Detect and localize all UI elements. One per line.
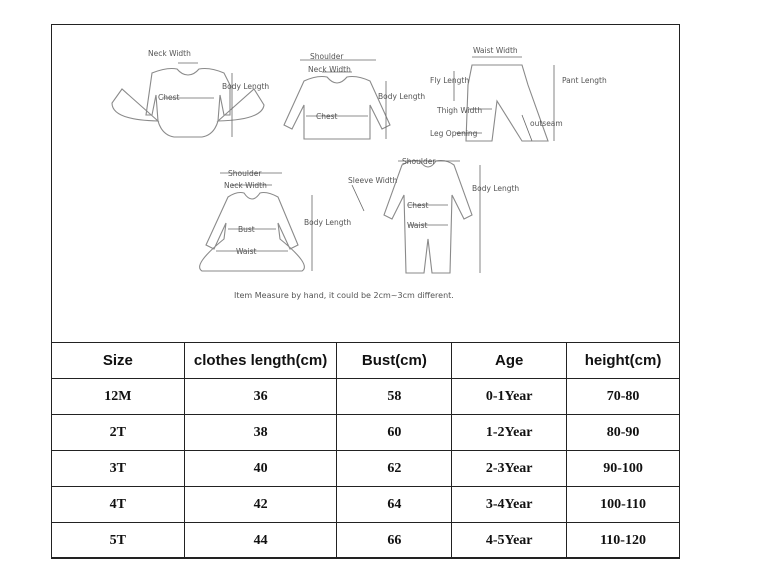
pants-outseam-label: outseam	[530, 119, 563, 128]
dress-waist-label: Waist	[236, 247, 257, 256]
bodysuit-illustration: Neck Width Chest Body Length	[111, 49, 269, 138]
pants-leg-opening-label: Leg Opening	[430, 129, 478, 138]
dress-shoulder-label: Shoulder	[228, 169, 262, 178]
size-chart-frame: Neck Width Chest Body Length Shoulder Ne…	[51, 24, 680, 559]
cell-age: 2-3Year	[451, 450, 568, 487]
romper-chest-label: Chest	[407, 201, 429, 210]
cell-clothes-length: 38	[183, 414, 338, 451]
romper-shoulder-label: Shoulder	[402, 157, 436, 166]
cell-size: 4T	[51, 486, 185, 523]
cell-clothes-length: 36	[183, 378, 338, 415]
romper-sleeve-width-label: Sleeve Width	[348, 176, 398, 185]
header-age: Age	[451, 342, 568, 379]
cell-height: 70-80	[566, 378, 680, 415]
cell-size: 12M	[51, 378, 185, 415]
cell-height: 100-110	[566, 486, 680, 523]
shirt-illustration: Shoulder Neck Width Chest Body Length	[283, 52, 425, 140]
cell-bust: 60	[336, 414, 453, 451]
bodysuit-chest-label: Chest	[158, 93, 180, 102]
cell-size: 3T	[51, 450, 185, 487]
pants-illustration: Waist Width Fly Length Pant Length Thigh…	[430, 46, 607, 142]
dress-illustration: Shoulder Neck Width Bust Waist Body Leng…	[199, 169, 351, 272]
dress-body-length-label: Body Length	[304, 218, 351, 227]
dress-bust-label: Bust	[238, 225, 255, 234]
header-size: Size	[51, 342, 185, 379]
bodysuit-body-length-label: Body Length	[222, 82, 269, 91]
size-table: Size clothes length(cm) Bust(cm) Age hei…	[51, 342, 680, 559]
cell-height: 90-100	[566, 450, 680, 487]
table-row: 5T 44 66 4-5Year 110-120	[51, 522, 680, 559]
dress-neck-width-label: Neck Width	[224, 181, 267, 190]
measure-note: Item Measure by hand, it could be 2cm~3c…	[234, 291, 454, 300]
cell-age: 3-4Year	[451, 486, 568, 523]
table-row: 3T 40 62 2-3Year 90-100	[51, 450, 680, 487]
shirt-chest-label: Chest	[316, 112, 338, 121]
cell-height: 80-90	[566, 414, 680, 451]
cell-size: 2T	[51, 414, 185, 451]
cell-bust: 64	[336, 486, 453, 523]
pants-waist-width-label: Waist Width	[473, 46, 518, 55]
table-row: 4T 42 64 3-4Year 100-110	[51, 486, 680, 523]
cell-age: 4-5Year	[451, 522, 568, 559]
cell-age: 1-2Year	[451, 414, 568, 451]
cell-clothes-length: 42	[183, 486, 338, 523]
cell-height: 110-120	[566, 522, 680, 559]
table-header-row: Size clothes length(cm) Bust(cm) Age hei…	[51, 342, 680, 379]
header-bust: Bust(cm)	[336, 342, 453, 379]
pants-fly-length-label: Fly Length	[430, 76, 469, 85]
table-row: 2T 38 60 1-2Year 80-90	[51, 414, 680, 451]
header-clothes-length: clothes length(cm)	[183, 342, 338, 379]
cell-age: 0-1Year	[451, 378, 568, 415]
shirt-body-length-label: Body Length	[378, 92, 425, 101]
shirt-neck-width-label: Neck Width	[308, 65, 351, 74]
cell-bust: 66	[336, 522, 453, 559]
cell-clothes-length: 40	[183, 450, 338, 487]
cell-bust: 58	[336, 378, 453, 415]
header-height: height(cm)	[566, 342, 680, 379]
shirt-shoulder-label: Shoulder	[310, 52, 344, 61]
measurement-diagram: Neck Width Chest Body Length Shoulder Ne…	[111, 46, 607, 300]
pants-pant-length-label: Pant Length	[562, 76, 607, 85]
cell-bust: 62	[336, 450, 453, 487]
cell-clothes-length: 44	[183, 522, 338, 559]
pants-thigh-width-label: Thigh Width	[436, 106, 482, 115]
table-row: 12M 36 58 0-1Year 70-80	[51, 378, 680, 415]
romper-waist-label: Waist	[407, 221, 428, 230]
bodysuit-neck-width-label: Neck Width	[148, 49, 191, 58]
cell-size: 5T	[51, 522, 185, 559]
romper-illustration: Shoulder Sleeve Width Chest Waist Body L…	[348, 157, 519, 274]
romper-body-length-label: Body Length	[472, 184, 519, 193]
